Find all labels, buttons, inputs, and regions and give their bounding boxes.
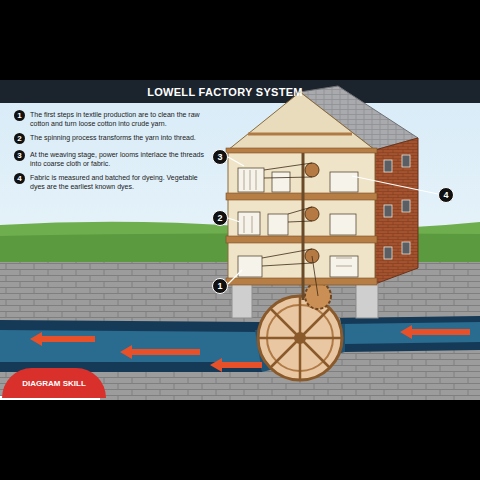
stone-pier bbox=[232, 282, 252, 318]
flow-arrows bbox=[30, 325, 470, 372]
title-band bbox=[0, 80, 480, 103]
diagram-title: LOWELL FACTORY SYSTEM bbox=[120, 84, 330, 100]
leader-line bbox=[228, 218, 240, 222]
leader-line bbox=[352, 176, 438, 194]
river-channel bbox=[0, 316, 480, 372]
list-number: 1 bbox=[14, 110, 25, 121]
side-windows bbox=[384, 155, 410, 259]
pulley bbox=[305, 207, 319, 221]
carding-machine bbox=[238, 256, 262, 277]
river-water bbox=[0, 322, 480, 362]
badge-text: DIAGRAM SKILL bbox=[2, 379, 106, 388]
spinning-frame bbox=[268, 214, 288, 235]
loom bbox=[238, 168, 264, 192]
window bbox=[402, 155, 410, 167]
waterwheel bbox=[258, 296, 342, 380]
drive-shaft bbox=[302, 153, 305, 300]
window bbox=[402, 200, 410, 212]
flow-arrow bbox=[30, 332, 95, 346]
diagram-skill-badge: DIAGRAM SKILL bbox=[2, 368, 106, 398]
leader-line bbox=[228, 157, 244, 166]
list-text: Fabric is measured and batched for dyein… bbox=[30, 173, 205, 191]
stone-wall bbox=[0, 262, 480, 400]
window bbox=[384, 205, 392, 217]
dye-vat bbox=[330, 172, 358, 192]
window bbox=[402, 242, 410, 254]
pulleys bbox=[305, 163, 319, 263]
flow-arrow bbox=[210, 358, 262, 372]
carding-machine bbox=[330, 256, 358, 277]
leader-lines bbox=[228, 157, 438, 284]
floor-plank bbox=[226, 148, 377, 153]
callout-number: 1 bbox=[212, 278, 228, 294]
window bbox=[384, 247, 392, 259]
brick-side-wall bbox=[375, 138, 418, 284]
callout-number: 3 bbox=[212, 149, 228, 165]
sky bbox=[0, 80, 480, 400]
list-text: The first steps in textile production ar… bbox=[30, 110, 205, 128]
list-text: At the weaving stage, power looms interl… bbox=[30, 150, 205, 168]
leader-line bbox=[228, 270, 242, 284]
callout-number: 4 bbox=[438, 187, 454, 203]
spinning-frame bbox=[330, 214, 356, 235]
attic-gable bbox=[228, 92, 375, 150]
flow-arrow bbox=[400, 325, 470, 339]
wheel-rim bbox=[258, 296, 342, 380]
stone-pier bbox=[356, 282, 378, 318]
list-text: The spinning process transforms the yarn… bbox=[30, 133, 205, 142]
wheel-hub bbox=[294, 332, 306, 344]
machines bbox=[238, 168, 358, 277]
loom bbox=[272, 172, 290, 192]
spinning-frame bbox=[238, 212, 260, 235]
flow-arrow bbox=[120, 345, 200, 359]
window bbox=[384, 160, 392, 172]
wheel-spokes bbox=[258, 296, 342, 380]
callout-number: 2 bbox=[212, 210, 228, 226]
drive-belts bbox=[262, 163, 318, 296]
pulley bbox=[305, 163, 319, 177]
attic-beam bbox=[248, 133, 352, 136]
